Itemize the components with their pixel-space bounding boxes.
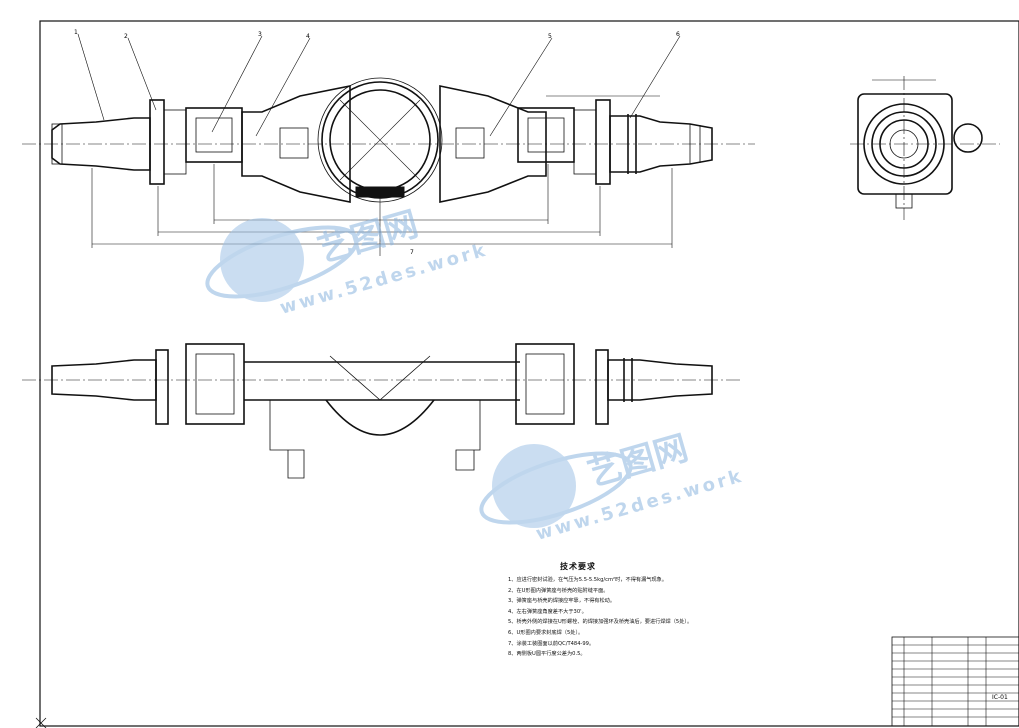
part-balloon: 4 <box>306 33 310 40</box>
plan-view <box>22 343 740 479</box>
title-block <box>891 636 1019 727</box>
technical-requirements: 技术要求 1、应进行密封试验，在气压为5.5-5.5kg/cm²时，不得有漏气现… <box>508 561 738 660</box>
part-balloon: 6 <box>676 31 680 38</box>
watermark-top: 艺图网 www.52des.work <box>205 204 490 319</box>
requirement-item: 7、涂装工装图面以前QC/T484-99。 <box>508 640 595 647</box>
svg-text:艺图网: 艺图网 <box>313 204 422 271</box>
technical-requirements-title: 技术要求 <box>560 562 596 571</box>
drawing-border <box>39 20 1019 727</box>
part-balloon: 1 <box>74 29 78 36</box>
requirement-item: 8、两侧板U圆平行度公差为0.5。 <box>508 651 586 658</box>
part-balloon: 2 <box>124 33 128 40</box>
requirement-item: 2、在U形图内弹簧座与桥壳的贴附缝平面。 <box>508 587 609 594</box>
technical-requirements-list: 1、应进行密封试验，在气压为5.5-5.5kg/cm²时，不得有漏气现象。 2、… <box>508 575 738 660</box>
requirement-item: 1、应进行密封试验，在气压为5.5-5.5kg/cm²时，不得有漏气现象。 <box>508 577 668 583</box>
side-view <box>850 76 1000 220</box>
part-balloon: 5 <box>548 33 552 40</box>
requirement-item: 3、弹簧座与桥壳的焊接应牢靠，不得有松动。 <box>508 598 616 605</box>
drawing-number: IC-01 <box>992 694 1008 701</box>
requirement-item: 4、左右弹簧座角度差不大于30'。 <box>508 608 587 615</box>
requirement-item: 5、桥壳外侧的焊接在U形螺栓、的焊接加强环及桥壳油后，要进行焊焊（5处）。 <box>508 619 693 626</box>
part-balloon: 7 <box>410 249 414 256</box>
front-view <box>22 33 755 256</box>
part-balloon: 3 <box>258 31 262 38</box>
requirement-item: 6、U形圈内要求封底焊（5处）。 <box>508 629 584 636</box>
watermark-bottom: 艺图网 www.52des.work <box>479 428 746 545</box>
